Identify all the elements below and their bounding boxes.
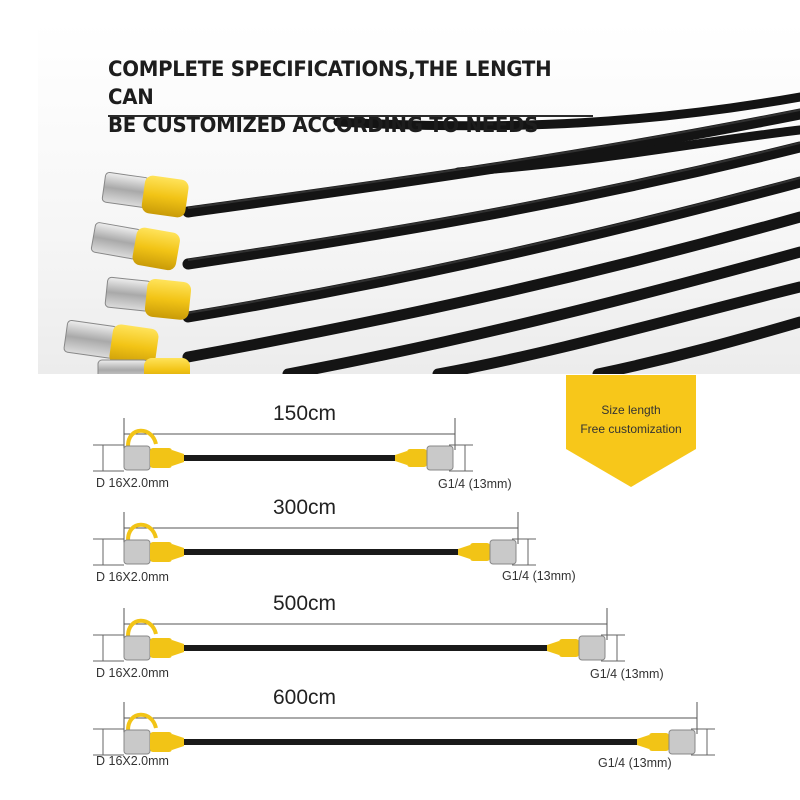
left-metal-nut	[123, 635, 151, 661]
right-yellow-taper	[547, 641, 559, 655]
dust-cap-strap	[126, 712, 158, 731]
badge-line-1: Size length	[601, 403, 661, 417]
hose-right-spec: G1/4 (13mm)	[598, 756, 672, 770]
hose-right-spec: G1/4 (13mm)	[438, 477, 512, 491]
badge-text: Size length Free customization	[566, 401, 696, 439]
hose-length-label: 500cm	[273, 592, 337, 615]
right-yellow-collar	[649, 733, 669, 751]
hose-diagram-600cm: 600cm D 16X2.0mm G1/4 (13mm)	[0, 684, 800, 794]
dust-cap-strap	[126, 428, 158, 447]
hose-diagram-300cm: 300cm D 16X2.0mm G1/4 (13mm)	[0, 494, 800, 604]
hose-right-spec: G1/4 (13mm)	[590, 667, 664, 681]
left-metal-nut	[123, 729, 151, 755]
left-yellow-taper	[172, 544, 184, 560]
left-yellow-collar	[150, 448, 172, 468]
headline: COMPLETE SPECIFICATIONS,THE LENGTH CAN B…	[108, 55, 569, 139]
hose-drawing	[93, 702, 715, 756]
hose-left-spec: D 16X2.0mm	[96, 666, 169, 680]
product-photo	[38, 22, 800, 374]
right-metal-nut	[668, 729, 696, 755]
left-yellow-collar	[150, 542, 172, 562]
headline-line-2: BE CUSTOMIZED ACCORDING TO NEEDS	[108, 113, 539, 137]
right-yellow-taper	[637, 735, 649, 749]
hose-length-label: 300cm	[273, 496, 337, 519]
dust-cap-strap	[126, 618, 158, 637]
badge-line-2: Free customization	[580, 422, 682, 436]
left-yellow-collar	[150, 638, 172, 658]
hose-left-spec: D 16X2.0mm	[96, 476, 169, 490]
hose-diagram-500cm: 500cm D 16X2.0mm G1/4 (13mm)	[0, 590, 800, 700]
right-metal-nut	[489, 539, 517, 565]
size-badge: Size length Free customization	[566, 375, 696, 487]
right-yellow-taper	[395, 451, 407, 465]
left-yellow-taper	[172, 734, 184, 750]
hose-left-spec: D 16X2.0mm	[96, 570, 169, 584]
right-metal-nut	[426, 445, 454, 471]
hose-diagram-150cm: 150cm D 16X2.0mm G1/4 (13mm)	[0, 400, 800, 510]
dust-cap-strap	[126, 522, 158, 541]
right-yellow-collar	[559, 639, 579, 657]
right-yellow-taper	[458, 545, 470, 559]
hose-right-spec: G1/4 (13mm)	[502, 569, 576, 583]
headline-line-1: COMPLETE SPECIFICATIONS,THE LENGTH CAN	[108, 57, 552, 109]
hose-length-label: 150cm	[273, 402, 337, 425]
left-yellow-collar	[150, 732, 172, 752]
right-metal-nut	[578, 635, 606, 661]
right-yellow-collar	[470, 543, 490, 561]
hose-length-label: 600cm	[273, 686, 337, 709]
right-yellow-collar	[407, 449, 427, 467]
hose-drawing	[93, 512, 536, 566]
left-metal-nut	[123, 539, 151, 565]
hose-left-spec: D 16X2.0mm	[96, 754, 169, 768]
hose-drawing	[93, 418, 473, 472]
left-yellow-taper	[172, 640, 184, 656]
hose-drawing	[93, 608, 625, 662]
left-yellow-taper	[172, 450, 184, 466]
headline-underline	[108, 115, 593, 117]
left-metal-nut	[123, 445, 151, 471]
